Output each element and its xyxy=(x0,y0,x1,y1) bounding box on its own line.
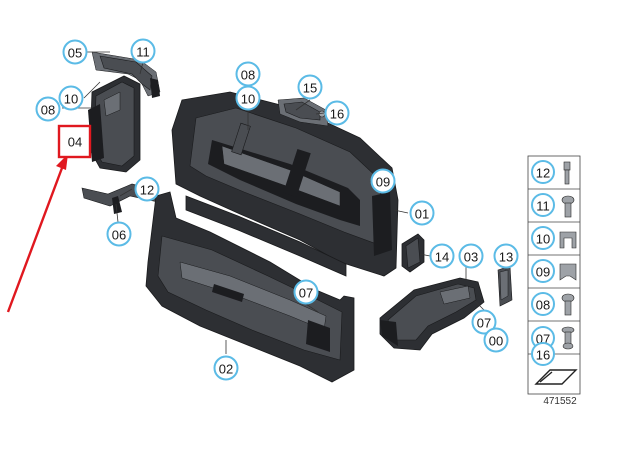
callout-label: 12 xyxy=(140,183,154,198)
clip-nut-icon xyxy=(559,263,577,281)
callout-label: 10 xyxy=(241,92,255,107)
hardware-label: 11 xyxy=(536,199,550,214)
clip-part-13 xyxy=(497,265,513,307)
callout-label: 09 xyxy=(376,175,390,190)
spring-nut-icon xyxy=(559,231,577,249)
callout-12: 12 xyxy=(134,176,160,202)
callout-circle xyxy=(531,292,555,316)
callout-circle xyxy=(134,176,160,202)
air-duct-part-04 xyxy=(88,75,141,173)
callout-label: 08 xyxy=(241,68,255,83)
callout-circle xyxy=(370,168,396,194)
callout-layer: 05 11 08 10 04 08 10 15 16 12 06 09 01 14 03 13 07 07 00 02 xyxy=(35,38,519,381)
cover-part-14 xyxy=(401,233,425,273)
push-rivet-icon xyxy=(562,342,574,350)
callout-label: 07 xyxy=(477,316,491,331)
bracket-part-15 xyxy=(277,97,329,127)
hardware-callout-10: 10 xyxy=(531,226,555,250)
hardware-callout-08: 08 xyxy=(531,292,555,316)
callout-circle xyxy=(62,39,88,65)
callout-14: 14 xyxy=(429,243,455,269)
hardware-label: 10 xyxy=(536,232,550,247)
highlight-box-04 xyxy=(57,124,92,159)
hardware-callout-11: 11 xyxy=(531,193,555,217)
callout-label: 11 xyxy=(136,45,150,60)
callout-label: 16 xyxy=(330,107,344,122)
hardware-label: 12 xyxy=(536,166,550,181)
callout-label: 02 xyxy=(219,362,233,377)
callout-label: 15 xyxy=(303,81,317,96)
air-guide-part-02 xyxy=(145,191,355,383)
highlight-arrow xyxy=(6,154,68,313)
callout-circle xyxy=(493,243,519,269)
screw-icon xyxy=(561,293,575,316)
expanding-rivet-icon xyxy=(561,326,575,349)
callout-label: 04 xyxy=(68,135,82,150)
callout-circle xyxy=(130,38,156,64)
callout-circle xyxy=(531,259,555,283)
callout-label: 05 xyxy=(68,46,82,61)
callout-circle xyxy=(324,100,350,126)
callout-02: 02 xyxy=(213,355,239,381)
callout-11: 11 xyxy=(130,38,156,64)
callout-label: 03 xyxy=(464,250,478,265)
callout-circle xyxy=(35,96,61,122)
callout-circle xyxy=(409,200,435,226)
callout-circle xyxy=(458,243,484,269)
callout-10: 10 xyxy=(58,85,84,111)
callout-00: 00 xyxy=(483,327,509,353)
callout-01: 01 xyxy=(409,200,435,226)
callout-label: 00 xyxy=(489,334,503,349)
callout-13: 13 xyxy=(493,243,519,269)
callout-circle xyxy=(531,342,555,366)
callout-15: 15 xyxy=(297,74,323,100)
hardware-label: 16 xyxy=(536,348,550,363)
direction-arrow-icon xyxy=(534,369,578,385)
callout-07: 07 xyxy=(293,279,319,305)
callout-09: 09 xyxy=(370,168,396,194)
hardware-callout-09: 09 xyxy=(531,259,555,283)
callout-circle xyxy=(293,279,319,305)
bolt-icon xyxy=(561,195,575,218)
callout-circle xyxy=(531,160,555,184)
callout-07: 07 xyxy=(471,309,497,335)
callout-08: 08 xyxy=(35,96,61,122)
diagram-number: 471552 xyxy=(543,396,577,407)
callout-circle xyxy=(471,309,497,335)
hardware-callout-12: 12 xyxy=(531,160,555,184)
callout-label: 08 xyxy=(41,103,55,118)
callout-16: 16 xyxy=(324,100,350,126)
callout-08: 08 xyxy=(235,61,261,87)
callout-circle xyxy=(531,226,555,250)
callout-label: 07 xyxy=(299,286,313,301)
air-duct-part-03 xyxy=(379,277,485,351)
callout-circle xyxy=(235,85,261,111)
callout-label: 06 xyxy=(112,228,126,243)
hardware-callout-16: 16 xyxy=(531,342,555,366)
callout-06: 06 xyxy=(106,221,132,247)
carrier-frame-part-01 xyxy=(171,91,399,277)
screw-icon xyxy=(563,161,571,185)
hardware-label: 08 xyxy=(536,298,550,313)
callout-circle xyxy=(531,193,555,217)
callout-circle xyxy=(429,243,455,269)
callout-label: 10 xyxy=(64,92,78,107)
callout-circle xyxy=(483,327,509,353)
hardware-label: 09 xyxy=(536,265,550,280)
callout-circle xyxy=(213,355,239,381)
callout-03: 03 xyxy=(458,243,484,269)
callout-label: 13 xyxy=(499,250,513,265)
callout-10: 10 xyxy=(235,85,261,111)
callout-circle xyxy=(58,85,84,111)
callout-label: 01 xyxy=(415,207,429,222)
callout-circle xyxy=(106,221,132,247)
callout-label: 14 xyxy=(435,250,449,265)
callout-circle xyxy=(297,74,323,100)
callout-04: 04 xyxy=(60,127,90,157)
callout-05: 05 xyxy=(62,39,88,65)
